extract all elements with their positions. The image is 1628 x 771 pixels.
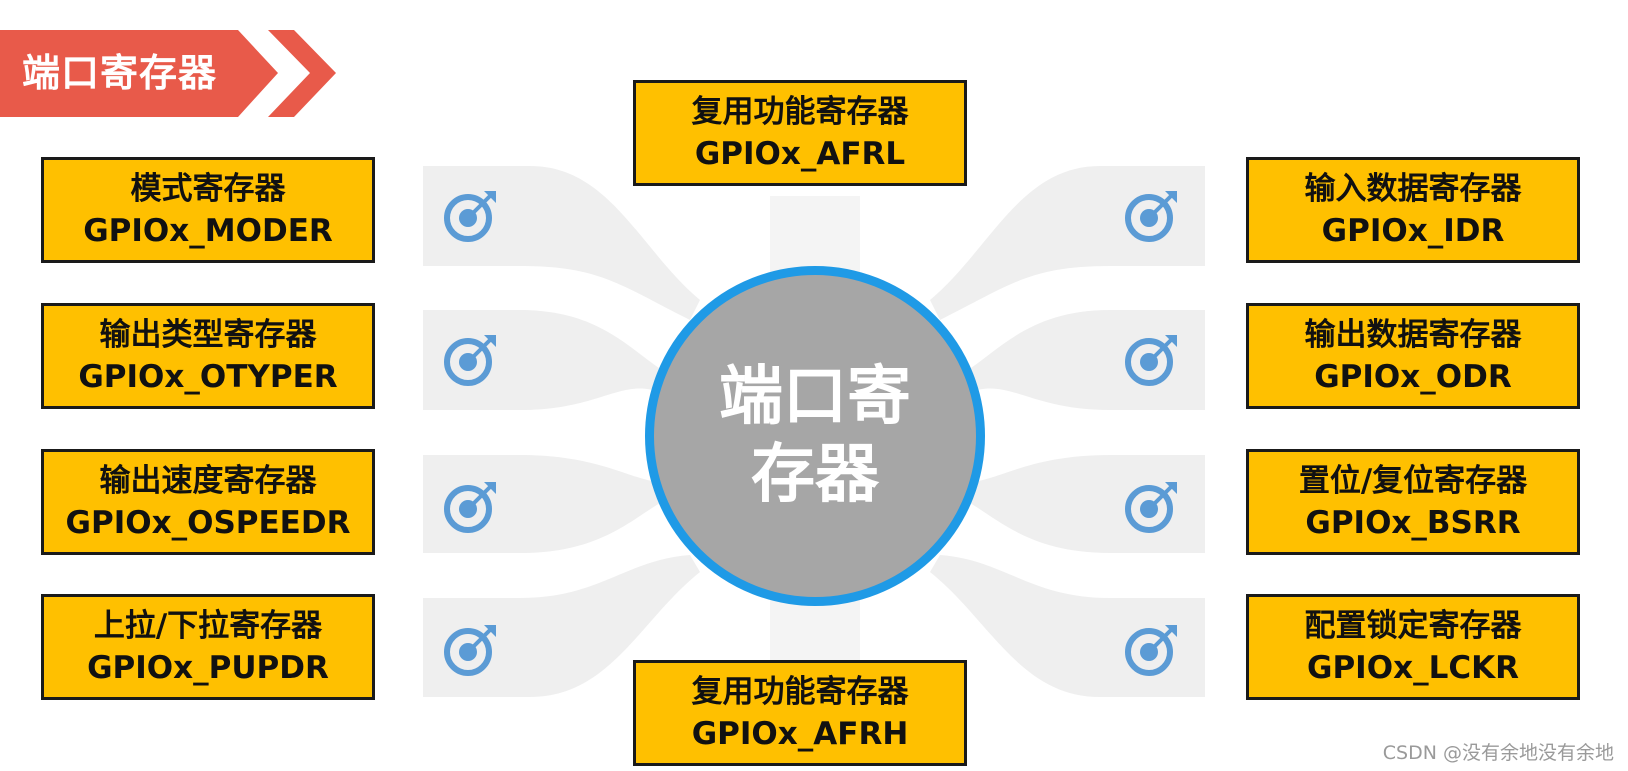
register-name-en: GPIOx_LCKR [1307, 650, 1519, 686]
register-name-cn: 输出类型寄存器 [99, 317, 317, 353]
register-name-en: GPIOx_PUPDR [87, 650, 329, 686]
center-label-line1: 端口寄 [719, 360, 911, 434]
register-box-afrh: 复用功能寄存器 GPIOx_AFRH [633, 660, 967, 766]
register-name-en: GPIOx_ODR [1314, 359, 1512, 395]
register-box-otyper: 输出类型寄存器 GPIOx_OTYPER [41, 303, 375, 409]
register-name-cn: 复用功能寄存器 [691, 674, 909, 710]
register-name-en: GPIOx_BSRR [1305, 505, 1521, 541]
center-label-line2: 存器 [751, 438, 879, 512]
register-name-en: GPIOx_IDR [1321, 213, 1505, 249]
watermark: CSDN @没有余地没有余地 [1382, 742, 1614, 764]
register-box-odr: 输出数据寄存器 GPIOx_ODR [1246, 303, 1580, 409]
register-name-cn: 复用功能寄存器 [691, 94, 909, 130]
register-name-en: GPIOx_AFRL [694, 136, 906, 172]
target-arrow-icon [1125, 482, 1177, 533]
register-name-en: GPIOx_OTYPER [78, 359, 338, 395]
target-arrow-icon [444, 625, 496, 676]
target-arrow-icon [1125, 335, 1177, 386]
register-box-afrl: 复用功能寄存器 GPIOx_AFRL [633, 80, 967, 186]
register-name-en: GPIOx_OSPEEDR [65, 505, 351, 541]
target-arrow-icon [1125, 625, 1177, 676]
page-title: 端口寄存器 [22, 51, 218, 95]
register-name-cn: 输出数据寄存器 [1304, 317, 1522, 353]
title-banner [0, 30, 278, 117]
register-name-en: GPIOx_MODER [83, 213, 333, 249]
register-box-bsrr: 置位/复位寄存器 GPIOx_BSRR [1246, 449, 1580, 555]
target-arrow-icon [444, 482, 496, 533]
register-box-ospeedr: 输出速度寄存器 GPIOx_OSPEEDR [41, 449, 375, 555]
register-box-pupdr: 上拉/下拉寄存器 GPIOx_PUPDR [41, 594, 375, 700]
register-name-en: GPIOx_AFRH [691, 716, 909, 752]
register-name-cn: 置位/复位寄存器 [1298, 463, 1528, 499]
register-name-cn: 配置锁定寄存器 [1304, 608, 1522, 644]
register-name-cn: 输入数据寄存器 [1304, 171, 1522, 207]
target-arrow-icon [444, 335, 496, 386]
register-name-cn: 模式寄存器 [130, 171, 286, 207]
register-box-idr: 输入数据寄存器 GPIOx_IDR [1246, 157, 1580, 263]
target-arrow-icon [1125, 191, 1177, 242]
register-box-lckr: 配置锁定寄存器 GPIOx_LCKR [1246, 594, 1580, 700]
register-name-cn: 上拉/下拉寄存器 [93, 608, 323, 644]
center-hub: 端口寄 存器 [645, 266, 985, 606]
target-arrow-icon [444, 191, 496, 242]
register-box-moder: 模式寄存器 GPIOx_MODER [41, 157, 375, 263]
register-name-cn: 输出速度寄存器 [99, 463, 317, 499]
